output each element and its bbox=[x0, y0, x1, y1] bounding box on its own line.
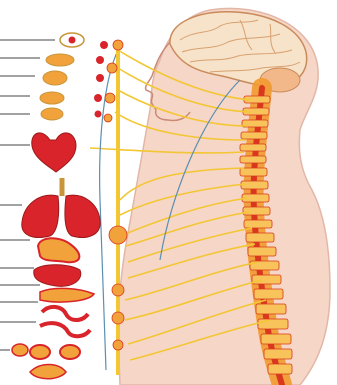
bladder-organ bbox=[12, 344, 28, 356]
eye-organ bbox=[60, 33, 84, 47]
